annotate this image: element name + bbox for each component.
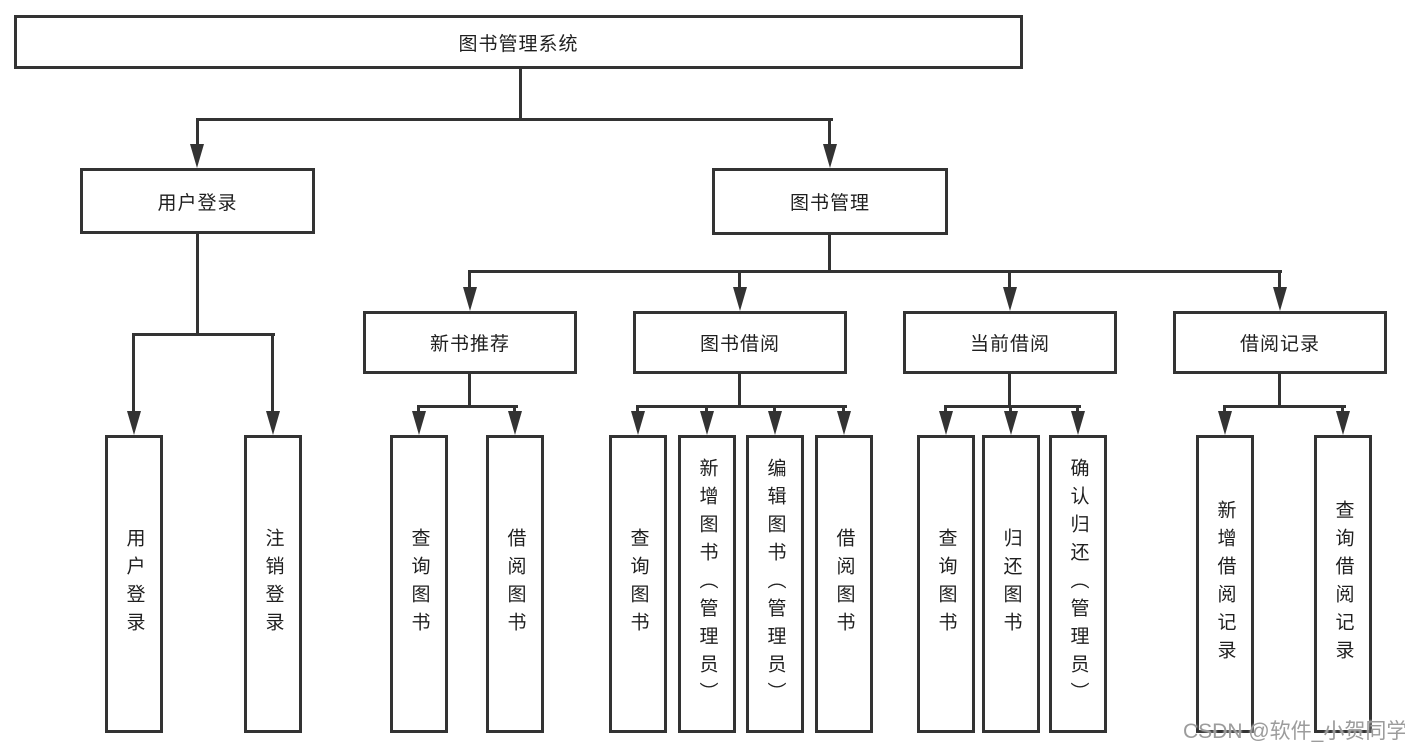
leaf-logout-login: 注销登录 xyxy=(244,435,302,733)
arrow-down-icon xyxy=(1004,411,1018,435)
arrow-down-icon xyxy=(463,287,477,311)
arrow-down-icon xyxy=(1071,411,1085,435)
node-label: 借阅图书 xyxy=(833,528,855,640)
node-label: 图书借阅 xyxy=(699,334,780,355)
node-current-borrow: 当前借阅 xyxy=(903,311,1117,374)
connector-line xyxy=(1008,270,1011,290)
node-label: 用户登录 xyxy=(157,192,238,214)
leaf-current-return-books: 归还图书 xyxy=(982,435,1040,733)
connector-line xyxy=(519,69,522,120)
leaf-recommend-query-books: 查询图书 xyxy=(390,435,448,733)
node-label: 编辑图书（管理员） xyxy=(764,458,786,710)
arrow-down-icon xyxy=(837,411,851,435)
leaf-borrow-add-books-admin: 新增图书（管理员） xyxy=(678,435,736,733)
node-label: 新增图书（管理员） xyxy=(696,458,718,710)
connector-line xyxy=(944,405,947,415)
arrow-down-icon xyxy=(190,144,204,168)
connector-line xyxy=(196,118,833,121)
node-label: 新书推荐 xyxy=(429,334,510,355)
connector-line xyxy=(944,405,1081,408)
connector-line xyxy=(1341,405,1344,415)
leaf-user-login: 用户登录 xyxy=(105,435,163,733)
connector-line xyxy=(828,118,831,148)
arrow-down-icon xyxy=(508,411,522,435)
arrow-down-icon xyxy=(733,287,747,311)
arrow-down-icon xyxy=(127,411,141,435)
connector-line xyxy=(636,405,639,415)
leaf-current-confirm-return-admin: 确认归还（管理员） xyxy=(1049,435,1107,733)
leaf-borrow-edit-books-admin: 编辑图书（管理员） xyxy=(746,435,804,733)
node-label: 图书管理系统 xyxy=(458,33,579,55)
node-book-borrow: 图书借阅 xyxy=(633,311,847,374)
node-label: 查询图书 xyxy=(627,528,649,640)
node-label: 归还图书 xyxy=(1000,528,1022,640)
connector-line xyxy=(417,405,518,408)
connector-line xyxy=(1008,374,1011,408)
arrow-down-icon xyxy=(631,411,645,435)
leaf-borrow-query-books: 查询图书 xyxy=(609,435,667,733)
connector-line xyxy=(468,270,1282,273)
connector-line xyxy=(1223,405,1226,415)
node-label: 查询借阅记录 xyxy=(1332,500,1354,668)
node-label: 查询图书 xyxy=(408,528,430,640)
arrow-down-icon xyxy=(700,411,714,435)
node-label: 注销登录 xyxy=(262,528,284,640)
arrow-down-icon xyxy=(266,411,280,435)
node-label: 图书管理 xyxy=(789,193,870,214)
csdn-watermark: CSDN @软件_小贺同学 xyxy=(1183,720,1405,743)
node-label: 当前借阅 xyxy=(969,334,1050,355)
node-new-book-recommend: 新书推荐 xyxy=(363,311,577,374)
connector-line xyxy=(468,374,471,408)
connector-line xyxy=(1278,270,1281,290)
connector-line xyxy=(636,405,847,408)
connector-line xyxy=(1009,405,1012,415)
node-label: 新增借阅记录 xyxy=(1214,500,1236,668)
node-user-login: 用户登录 xyxy=(80,168,315,234)
node-label: 借阅记录 xyxy=(1239,334,1320,355)
arrow-down-icon xyxy=(1273,287,1287,311)
leaf-borrow-borrow-books: 借阅图书 xyxy=(815,435,873,733)
arrow-down-icon xyxy=(1336,411,1350,435)
connector-line xyxy=(738,374,741,408)
node-book-management: 图书管理 xyxy=(712,168,948,235)
connector-line xyxy=(738,270,741,290)
connector-line xyxy=(196,234,199,336)
arrow-down-icon xyxy=(1003,287,1017,311)
connector-line xyxy=(271,333,274,413)
connector-line xyxy=(773,405,776,415)
connector-line xyxy=(842,405,845,415)
node-label: 确认归还（管理员） xyxy=(1067,458,1089,710)
arrow-down-icon xyxy=(768,411,782,435)
arrow-down-icon xyxy=(1218,411,1232,435)
leaf-records-add-borrow-record: 新增借阅记录 xyxy=(1196,435,1254,733)
connector-line xyxy=(705,405,708,415)
connector-line xyxy=(132,333,135,413)
node-label: 借阅图书 xyxy=(504,528,526,640)
node-library-management-system: 图书管理系统 xyxy=(14,15,1023,69)
leaf-records-query-borrow-record: 查询借阅记录 xyxy=(1314,435,1372,733)
arrow-down-icon xyxy=(823,144,837,168)
connector-line xyxy=(1278,374,1281,408)
connector-line xyxy=(828,235,831,273)
leaf-recommend-borrow-books: 借阅图书 xyxy=(486,435,544,733)
arrow-down-icon xyxy=(939,411,953,435)
connector-line xyxy=(468,270,471,290)
connector-line xyxy=(132,333,275,336)
connector-line xyxy=(1076,405,1079,415)
node-borrow-records: 借阅记录 xyxy=(1173,311,1387,374)
connector-line xyxy=(513,405,516,415)
connector-line xyxy=(417,405,420,415)
connector-line xyxy=(196,118,199,148)
leaf-current-query-books: 查询图书 xyxy=(917,435,975,733)
connector-line xyxy=(1223,405,1346,408)
node-label: 查询图书 xyxy=(935,528,957,640)
node-label: 用户登录 xyxy=(123,528,145,640)
arrow-down-icon xyxy=(412,411,426,435)
